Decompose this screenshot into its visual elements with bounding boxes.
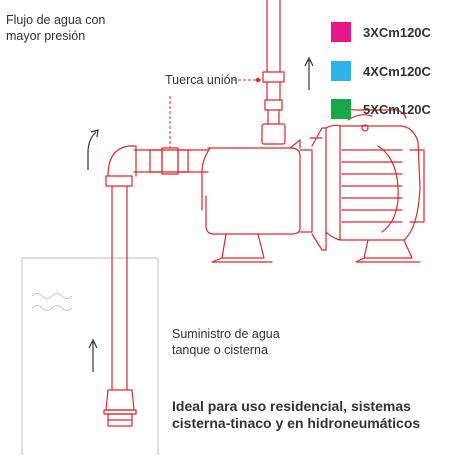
suction-pipe [133, 149, 209, 173]
foot-valve [105, 389, 135, 411]
water-waves-icon [31, 293, 73, 311]
legend-item-4xcm120c: 4XCm120C [331, 61, 431, 81]
up-arrow-icon [304, 56, 314, 90]
motor-body [325, 124, 421, 241]
usage-description-line2: cisterna-tinaco y en hidroneumáticos [172, 415, 421, 431]
flow-label: Flujo de agua con mayor presión [6, 12, 156, 44]
usage-description-line1: Ideal para uso residencial, sistemas [172, 398, 411, 414]
legend-swatch [331, 22, 351, 42]
legend-label: 3XCm120C [363, 24, 431, 40]
tank-outline [21, 257, 159, 456]
legend-swatch [331, 61, 351, 81]
suction-union-nut [161, 147, 179, 175]
supply-label-line2: tanque o cisterna [172, 343, 268, 357]
legend-item-3xcm120c: 3XCm120C [331, 22, 431, 42]
curved-arrow-icon [87, 129, 99, 170]
discharge-union-nut [262, 71, 285, 83]
legend-swatch [331, 99, 351, 119]
pump-feet [211, 233, 273, 263]
legend-item-5xcm120c: 5XCm120C [331, 99, 431, 119]
legend-label: 4XCm120C [363, 63, 431, 79]
legend-label: 5XCm120C [363, 101, 431, 117]
flow-label-line1: Flujo de agua con [6, 13, 106, 27]
discharge-pipe [266, 0, 281, 73]
supply-arrow-icon [88, 338, 98, 372]
supply-label: Suministro de agua tanque o cisterna [172, 326, 352, 358]
flow-label-line2: mayor presión [6, 29, 86, 43]
supply-label-line1: Suministro de agua [172, 327, 280, 341]
usage-description: Ideal para uso residencial, sistemas cis… [172, 398, 456, 432]
union-nut-label: Tuerca unión [165, 73, 238, 87]
pump-body [205, 147, 301, 235]
